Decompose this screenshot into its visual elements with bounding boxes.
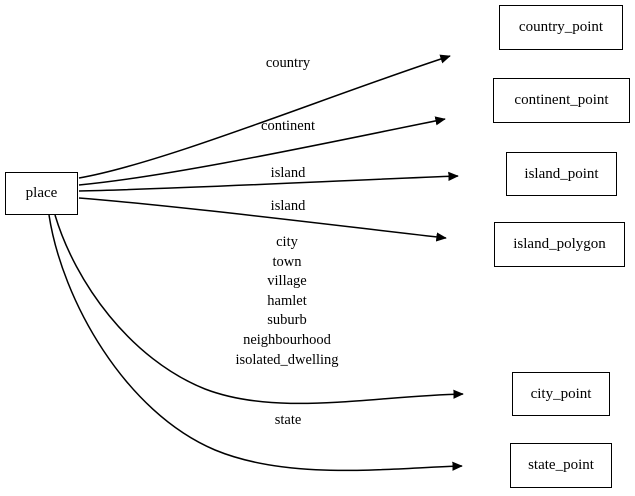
- edge-label-country: country: [265, 55, 311, 71]
- node-island-polygon-label: island_polygon: [513, 236, 606, 252]
- node-city-point[interactable]: city_point: [512, 372, 610, 416]
- edge-label-island-point: island: [270, 165, 306, 181]
- node-place[interactable]: place: [5, 172, 78, 215]
- edge-place-island-point: [78, 171, 459, 192]
- node-place-label: place: [25, 185, 58, 201]
- edge-place-continent-point: [78, 116, 446, 186]
- node-country-point-label: country_point: [518, 19, 604, 35]
- edge-label-city-point: city town village hamlet suburb neighbou…: [235, 234, 339, 368]
- node-state-point[interactable]: state_point: [510, 443, 612, 488]
- node-country-point[interactable]: country_point: [499, 5, 623, 50]
- edge-label-state: state: [274, 412, 302, 428]
- node-continent-point-label: continent_point: [514, 92, 609, 108]
- node-city-point-label: city_point: [530, 385, 592, 402]
- node-continent-point[interactable]: continent_point: [493, 78, 630, 123]
- edge-place-city-point: [54, 214, 464, 405]
- node-island-point-label: island_point: [524, 165, 599, 182]
- edge-place-island-polygon: [78, 197, 447, 242]
- edge-place-state-point: [48, 214, 463, 472]
- edge-label-island-polygon: island: [270, 198, 306, 214]
- edge-label-continent: continent: [261, 118, 315, 134]
- node-state-point-label: state_point: [528, 457, 594, 473]
- edge-place-country-point: [78, 54, 451, 179]
- node-island-polygon[interactable]: island_polygon: [494, 222, 625, 267]
- node-island-point[interactable]: island_point: [506, 152, 617, 196]
